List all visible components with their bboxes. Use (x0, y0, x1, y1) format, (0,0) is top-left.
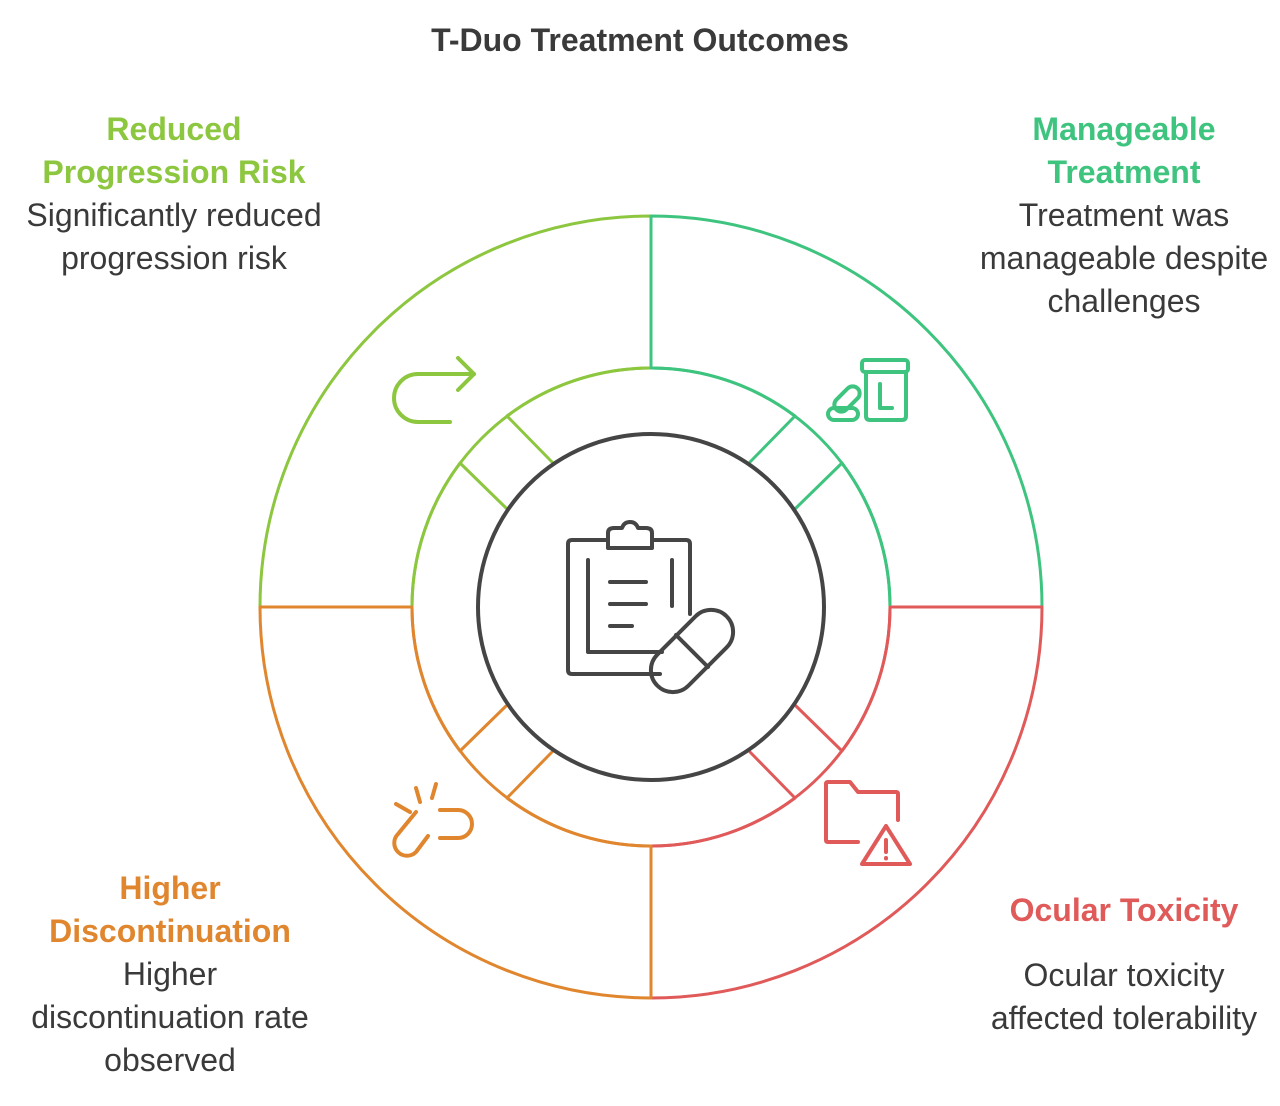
inner-arc-top-green (505, 366, 653, 464)
inner-arc-bottom-red (649, 750, 797, 848)
quadrant-description: Ocular toxicity affected tolerability (990, 957, 1258, 1036)
quadrant-description: Significantly reduced progression risk (26, 197, 322, 276)
quadrant-description: Treatment was manageable despite challen… (979, 197, 1269, 319)
inner-arc-left-green (410, 461, 508, 609)
clipboard-pill-icon (566, 520, 736, 695)
inner-arc-bottom-orange (505, 750, 653, 848)
broken-link-icon (392, 782, 474, 858)
redo-arrow-icon (392, 356, 476, 424)
quadrant-manageable-treatment: Manageable Treatment Treatment was manag… (974, 108, 1274, 323)
quadrant-reduced-progression-risk: Reduced Progression Risk Significantly r… (24, 108, 324, 280)
medication-icon (826, 358, 910, 422)
inner-arc-top-teal (649, 366, 797, 464)
folder-warning-icon (824, 780, 912, 866)
quadrant-ocular-toxicity: Ocular Toxicity Ocular toxicity affected… (974, 889, 1274, 1040)
quadrant-higher-discontinuation: Higher Discontinuation Higher discontinu… (20, 867, 320, 1082)
quadrant-heading: Reduced Progression Risk (42, 111, 306, 190)
inner-arc-right-teal (794, 461, 892, 609)
center-circle (476, 432, 826, 782)
quadrant-description: Higher discontinuation rate observed (31, 956, 309, 1078)
inner-arc-left-orange (410, 605, 508, 753)
quadrant-heading: Higher Discontinuation (49, 870, 291, 949)
quadrant-heading: Ocular Toxicity (1009, 892, 1239, 928)
inner-arc-right-red (794, 605, 892, 753)
diagram-title: T-Duo Treatment Outcomes (431, 22, 849, 58)
quadrant-heading: Manageable Treatment (1032, 111, 1216, 190)
